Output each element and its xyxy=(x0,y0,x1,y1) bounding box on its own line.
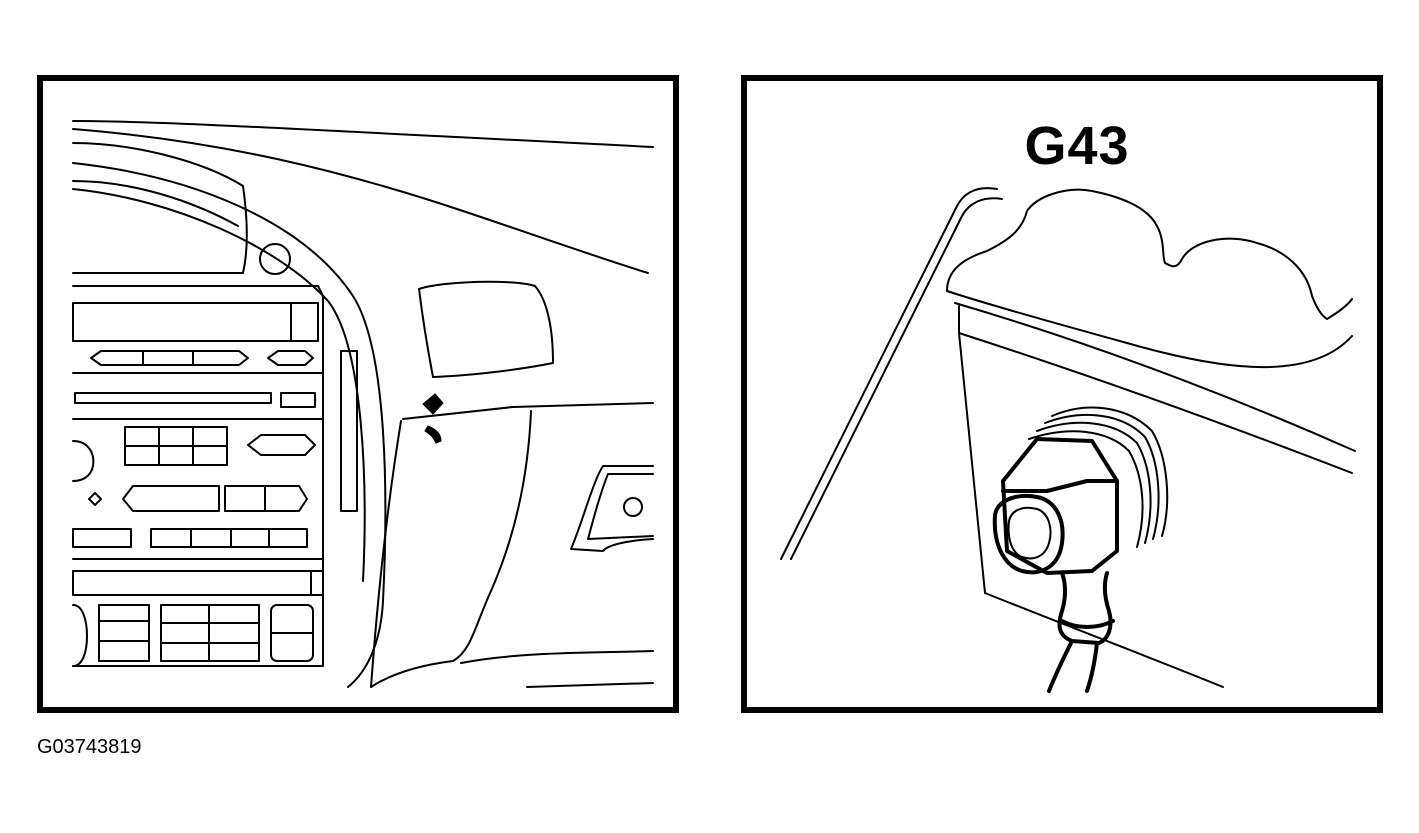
stud-thread-1 xyxy=(1051,406,1169,537)
center-stack-curve-inner xyxy=(72,188,366,582)
ground-stud-end-inner xyxy=(1007,506,1052,560)
radio-face-outline xyxy=(72,285,324,667)
radio-eject-button xyxy=(280,392,316,408)
ground-location-marker-tail xyxy=(424,425,442,444)
ground-detail-drawing xyxy=(780,187,1356,693)
ground-callout-label: G43 xyxy=(1024,116,1130,176)
radio-display-slot xyxy=(72,302,319,342)
ground-location-marker xyxy=(422,393,444,415)
hvac-small-diamond xyxy=(88,492,102,506)
dashboard-overview-panel xyxy=(37,75,679,713)
bracket-top-lumps xyxy=(946,188,1353,320)
glovebox-window xyxy=(418,280,554,378)
door-pocket-inner xyxy=(587,473,654,540)
center-stack-curve-outer xyxy=(72,162,387,688)
radio-small-button xyxy=(267,350,314,366)
stud-thread-2 xyxy=(1044,413,1160,540)
dash-cluster-hood xyxy=(72,142,248,274)
dash-upper-contour xyxy=(72,128,649,274)
radio-preset-bar xyxy=(90,350,249,366)
terminal-crimp xyxy=(1060,619,1115,629)
ground-nut-hex xyxy=(1001,437,1119,575)
lower-slot xyxy=(72,570,324,596)
radio-cd-slot xyxy=(74,392,272,404)
hvac-left-dial xyxy=(72,440,95,482)
floor-edge xyxy=(460,650,654,664)
ground-nut-face xyxy=(1001,479,1119,493)
dashboard-line-drawing xyxy=(72,120,654,688)
lower-slot-end xyxy=(310,570,324,596)
hvac-diamond-button xyxy=(247,434,316,456)
lower-keypad-left xyxy=(98,604,150,662)
bracket-front-face xyxy=(958,332,1353,474)
ground-wire-right xyxy=(1085,641,1099,693)
bracket-upper-edge xyxy=(946,290,1353,369)
ground-wire-left xyxy=(1047,641,1073,693)
stud-thread-3 xyxy=(1036,421,1152,544)
radio-display-end xyxy=(290,302,319,342)
door-pocket-screw xyxy=(623,497,643,517)
round-knob xyxy=(259,243,291,275)
hvac-rocker-long xyxy=(122,485,220,512)
ground-stud-end xyxy=(992,494,1065,575)
door-pocket-outline xyxy=(570,465,654,552)
dash-cluster-hood-inner xyxy=(72,180,239,227)
hvac-right-button-row xyxy=(150,528,308,548)
floor-edge-lower xyxy=(526,682,654,688)
knee-panel-left-edge xyxy=(370,420,402,688)
hvac-rocker-short xyxy=(224,485,308,512)
lower-left-knob xyxy=(72,604,88,667)
ground-detail-panel: G43 xyxy=(741,75,1383,713)
ring-terminal xyxy=(1057,571,1113,645)
bracket-bottom-edge xyxy=(984,592,1224,688)
harness-wire-outer xyxy=(780,187,998,560)
hvac-left-button-row xyxy=(72,528,132,548)
stud-thread-4 xyxy=(1028,430,1144,548)
knee-panel-right-edge xyxy=(370,410,532,688)
vertical-vent-strip xyxy=(340,350,358,512)
bracket-front-top xyxy=(954,302,1356,452)
harness-wire-inner xyxy=(790,197,1003,560)
knee-panel-top-edge xyxy=(402,402,654,420)
bracket-left-vertical xyxy=(958,332,986,594)
dash-top-edge xyxy=(72,120,654,148)
figure-id-label: G03743819 xyxy=(37,736,142,758)
